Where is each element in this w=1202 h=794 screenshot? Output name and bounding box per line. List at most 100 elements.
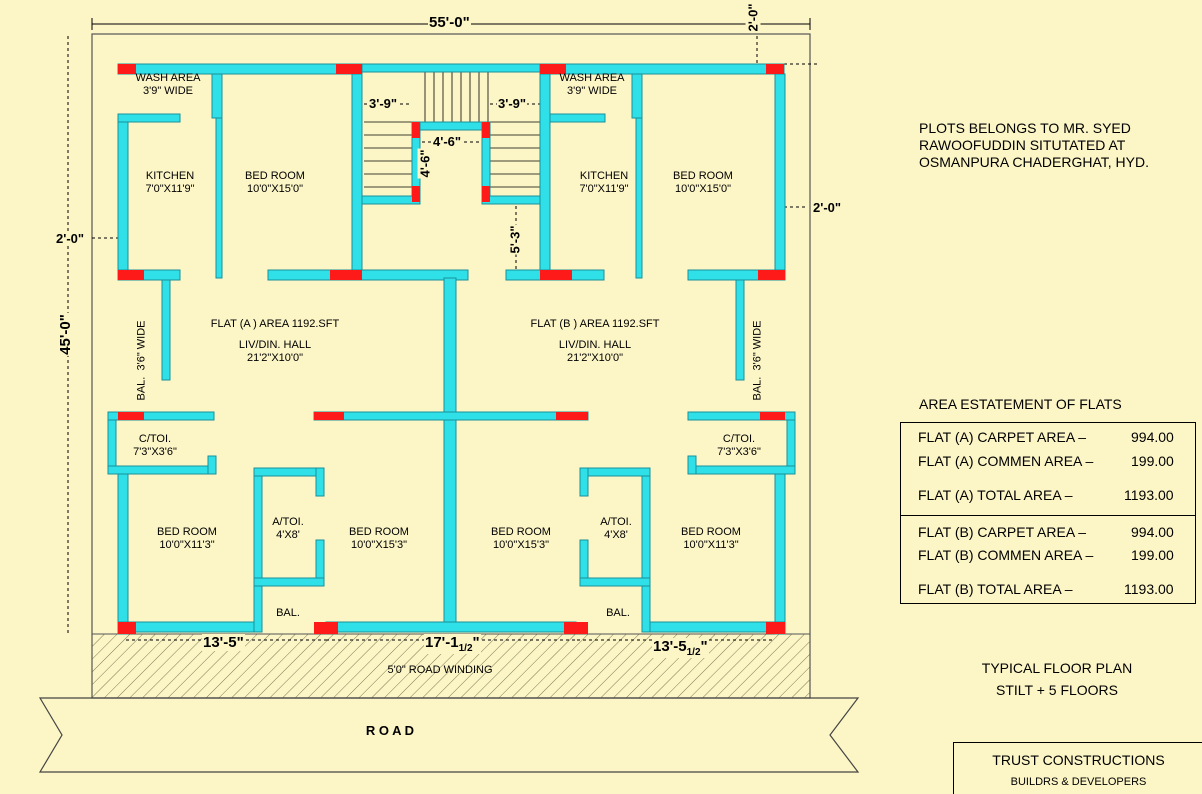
room-ctoi-left: C/TOI. 7'3"X3'6"	[120, 433, 190, 459]
dim-setback-right: 2'-0"	[812, 200, 843, 215]
table-row: FLAT (B) COMMEN AREA – 199.00	[918, 547, 1174, 563]
row-label: FLAT (A) CARPET AREA –	[918, 429, 1087, 445]
room-balcony-right: BAL. 3'6" WIDE	[752, 321, 765, 401]
room-balcony-front-left: BAL.	[276, 607, 300, 619]
row-label: FLAT (A) COMMEN AREA –	[918, 453, 1094, 469]
frac-num: 1	[458, 643, 465, 654]
room-size: 4'X8'	[604, 529, 628, 541]
table-row: FLAT (B) CARPET AREA – 994.00	[918, 524, 1174, 540]
dim-front-middle-frac: 1/2	[458, 643, 473, 654]
row-label: FLAT (A) TOTAL AREA –	[918, 487, 1073, 503]
dim-front-right: 13'-51/2"	[652, 638, 709, 658]
room-size: 10'0"X11'3"	[159, 539, 215, 551]
dim-stair-left: 3'-9"	[368, 96, 399, 111]
table-row: FLAT (A) COMMEN AREA – 199.00	[918, 453, 1174, 469]
room-size: 7'3"X3'6"	[717, 446, 761, 458]
row-value: 199.00	[1131, 453, 1174, 469]
room-size: 10'0"X15'0"	[246, 183, 304, 195]
room-size: 10'0"X15'0"	[674, 183, 732, 195]
room-size: 10'0"X15'3"	[350, 539, 408, 551]
room-name: BAL.	[135, 376, 148, 401]
room-size: 7'0"X11'9"	[579, 183, 629, 195]
room-size: 7'0"X11'9"	[145, 183, 195, 195]
dim-overall-width: 55'-0"	[428, 14, 471, 31]
door-markers	[118, 64, 785, 634]
flat-area: FLAT (A ) AREA 1192.SFT	[210, 318, 340, 330]
room-name: WASH AREA	[135, 72, 201, 84]
dim-front-left: 13'-5"	[202, 634, 245, 651]
road-label: R O A D	[365, 723, 415, 738]
room-atoi-right: A/TOI. 4'X8'	[590, 516, 642, 542]
room-name: BED ROOM	[349, 526, 409, 538]
room-bed-bottom-mid-right: BED ROOM 10'0"X15'3"	[476, 526, 566, 552]
room-wash-right: WASH AREA 3'9" WIDE	[552, 72, 632, 98]
room-name: LIV/DIN. HALL	[558, 339, 632, 351]
room-kitchen-right: KITCHEN 7'0"X11'9"	[564, 170, 644, 196]
room-name: BED ROOM	[491, 526, 551, 538]
room-size: 7'3"X3'6"	[133, 446, 177, 458]
room-name: LIV/DIN. HALL	[238, 339, 312, 351]
dim-front-right-whole: 13'-5	[653, 638, 687, 655]
dim-overall-depth: 45'-0"	[56, 313, 74, 356]
row-label: FLAT (B) COMMEN AREA –	[918, 547, 1094, 563]
room-name: KITCHEN	[579, 170, 629, 182]
room-bed-bottom-mid-left: BED ROOM 10'0"X15'3"	[334, 526, 424, 552]
row-value: 1193.00	[1124, 487, 1174, 503]
room-size: 10'0"X11'3"	[683, 539, 739, 551]
plot-note-line: PLOTS BELONGS TO MR. SYED	[919, 120, 1131, 136]
room-name: BED ROOM	[673, 170, 733, 182]
brand-tagline: BUILDRS & DEVELOPERS	[1010, 776, 1147, 788]
room-bed-top-right: BED ROOM 10'0"X15'0"	[658, 170, 748, 196]
row-value: 1193.00	[1124, 581, 1174, 597]
plan-title-line: TYPICAL FLOOR PLAN	[981, 660, 1133, 676]
dim-setback-top: 2'-0"	[745, 2, 761, 33]
row-value: 199.00	[1131, 547, 1174, 563]
room-size: 4'X8'	[276, 529, 300, 541]
room-bed-bottom-left: BED ROOM 10'0"X11'3"	[142, 526, 232, 552]
row-value: 994.00	[1131, 429, 1174, 445]
room-size: 3'9" WIDE	[142, 85, 193, 97]
room-size: 3'9" WIDE	[566, 85, 617, 97]
room-size: 21'2"X10'0"	[246, 352, 304, 364]
room-size: 21'2"X10'0"	[566, 352, 624, 364]
area-statement-title: AREA ESTATEMENT OF FLATS	[919, 396, 1122, 412]
road-band	[38, 697, 860, 773]
brand-name: TRUST CONSTRUCTIONS	[992, 752, 1165, 768]
room-name: BED ROOM	[681, 526, 741, 538]
room-ctoi-right: C/TOI. 7'3"X3'6"	[704, 433, 774, 459]
flat-area: FLAT (B ) AREA 1192.SFT	[530, 318, 660, 330]
room-bed-bottom-right: BED ROOM 10'0"X11'3"	[666, 526, 756, 552]
dim-setback-left: 2'-0"	[55, 231, 86, 246]
table-row: FLAT (B) TOTAL AREA – 1193.00	[918, 581, 1174, 597]
plot-note-line: RAWOOFUDDIN SITUTATED AT	[919, 137, 1126, 153]
room-name: A/TOI.	[272, 516, 304, 528]
room-name: BAL.	[751, 376, 764, 401]
table-row: FLAT (A) TOTAL AREA – 1193.00	[918, 487, 1174, 503]
table-row: FLAT (A) CARPET AREA – 994.00	[918, 429, 1174, 445]
brand-box: TRUST CONSTRUCTIONS BUILDRS & DEVELOPERS	[953, 742, 1202, 794]
plot-note-line: OSMANPURA CHADERGHAT, HYD.	[919, 154, 1149, 170]
room-name: WASH AREA	[559, 72, 625, 84]
row-label: FLAT (B) TOTAL AREA –	[918, 581, 1073, 597]
plan-title-line: STILT + 5 FLOORS	[995, 682, 1119, 698]
room-size: 10'0"X15'3"	[492, 539, 550, 551]
row-value: 994.00	[1131, 524, 1174, 540]
dim-front-middle: 17'-11/2"	[424, 634, 481, 654]
plan-title: TYPICAL FLOOR PLAN STILT + 5 FLOORS	[970, 660, 1144, 699]
room-bed-top-left: BED ROOM 10'0"X15'0"	[230, 170, 320, 196]
room-name: BED ROOM	[245, 170, 305, 182]
room-size: 3'6" WIDE	[135, 320, 148, 371]
room-wash-left: WASH AREA 3'9" WIDE	[128, 72, 208, 98]
frac-den: 2	[466, 643, 473, 654]
room-name: BED ROOM	[157, 526, 217, 538]
room-balcony-left: BAL. 3'6" WIDE	[136, 321, 149, 401]
room-size: 3'6" WIDE	[751, 320, 764, 371]
room-atoi-left: A/TOI. 4'X8'	[262, 516, 314, 542]
room-name: C/TOI.	[722, 433, 756, 445]
room-name: KITCHEN	[145, 170, 195, 182]
dim-lift-depth: 4'-6"	[417, 148, 433, 179]
room-kitchen-left: KITCHEN 7'0"X11'9"	[130, 170, 210, 196]
row-label: FLAT (B) CARPET AREA –	[918, 524, 1087, 540]
room-balcony-front-right: BAL.	[606, 607, 630, 619]
frac-den: 2	[694, 647, 701, 658]
